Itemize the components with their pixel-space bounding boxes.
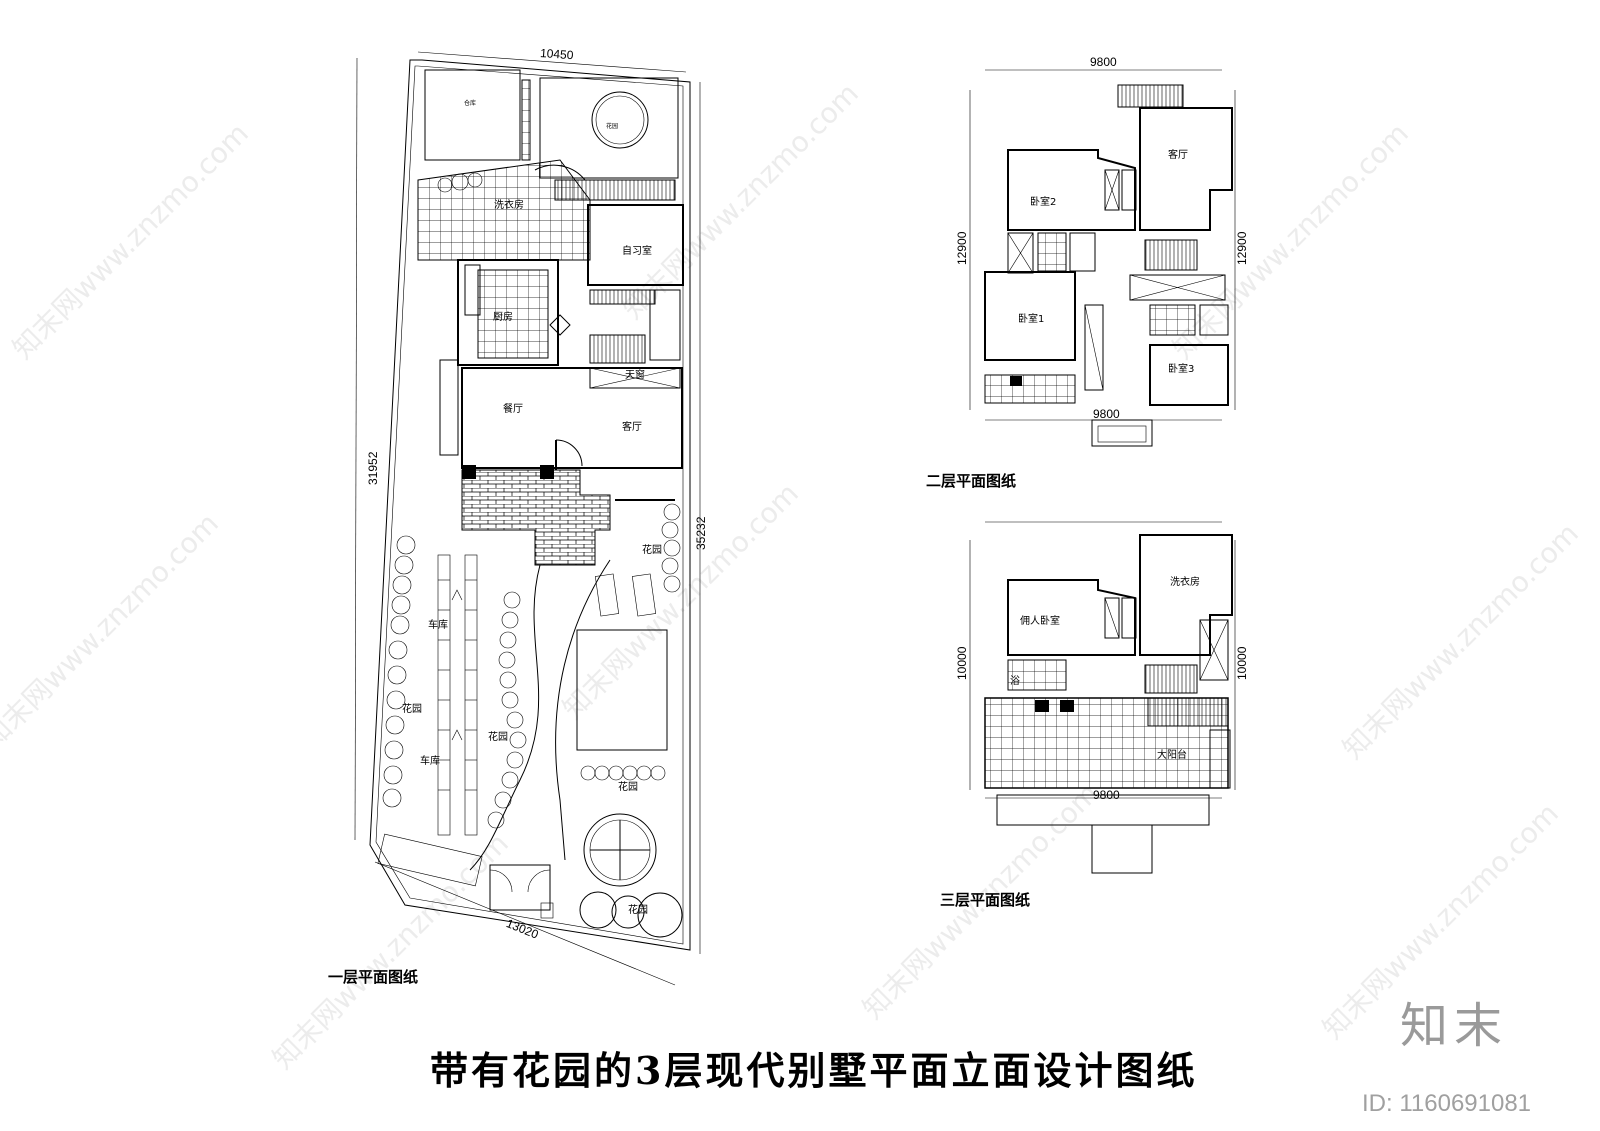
room-garden-pool: 花园 [618, 780, 638, 793]
plan1-title: 一层平面图纸 [328, 968, 419, 986]
room-garden-mid: 花园 [488, 730, 508, 743]
plan2-dim-bottom: 9800 [1093, 407, 1120, 421]
room-study: 自习室 [622, 244, 652, 257]
room-servant: 佣人卧室 [1020, 614, 1060, 627]
room-garage-top: 车库 [428, 618, 448, 631]
garage-strips [437, 554, 478, 836]
image-id: ID: 1160691081 [1362, 1090, 1532, 1117]
plan3-title: 三层平面图纸 [940, 891, 1031, 909]
plan2-dim-right: 12900 [1235, 231, 1249, 265]
room-garden-bottom: 花园 [628, 903, 648, 916]
sheet-title: 带有花园的3层现代别墅平面立面设计图纸 [430, 1048, 1198, 1093]
brand-logo: 知末 [1400, 998, 1509, 1054]
room-garden-right: 花园 [642, 543, 662, 556]
room-kitchen: 厨房 [493, 310, 513, 323]
room-flowerbed: 花园 [606, 122, 618, 130]
room-garage-bottom: 车库 [420, 754, 440, 767]
plan3-dim-left: 10000 [955, 646, 969, 680]
room-bath-3f: 浴 [1010, 675, 1020, 687]
room-laundry-3f: 洗衣房 [1170, 575, 1200, 588]
room-bedroom2: 卧室2 [1030, 195, 1056, 208]
plan3-dim-right: 10000 [1235, 646, 1249, 680]
third-floor-plan: 10000 10000 9800 洗衣房 佣人卧室 浴 大阳台 [955, 521, 1249, 874]
plan1-dim-bottom: 13020 [504, 916, 540, 942]
plan2-dim-left: 12900 [955, 231, 969, 265]
room-living: 客厅 [622, 420, 642, 433]
room-living-2f: 客厅 [1168, 148, 1188, 161]
plan3-dim-bottom: 9800 [1093, 788, 1120, 802]
ground-floor-plan: 10450 31952 35232 13020 仓库 花园 洗衣房 自习室 厨房… [354, 46, 708, 986]
room-warehouse: 仓库 [464, 99, 476, 107]
room-garden-left: 花园 [402, 702, 422, 715]
tree-row-left [382, 535, 416, 808]
plan2-dim-top: 9800 [1090, 55, 1117, 69]
plan2-title: 二层平面图纸 [926, 472, 1017, 490]
room-skylight: 天窗 [625, 368, 645, 381]
plan1-dim-top: 10450 [540, 46, 575, 62]
plan1-dim-right: 35232 [694, 516, 708, 550]
second-floor-plan: 9800 12900 12900 9800 客厅 卧室2 卧室1 卧室3 [955, 55, 1249, 447]
shrubs [580, 765, 666, 781]
room-bedroom3: 卧室3 [1168, 362, 1194, 375]
room-dining: 餐厅 [503, 402, 523, 415]
room-laundry: 洗衣房 [494, 198, 524, 211]
room-terrace: 大阳台 [1157, 748, 1187, 761]
room-bedroom1: 卧室1 [1018, 312, 1044, 325]
tree-row-middle [487, 591, 527, 829]
tree-row-right [661, 503, 681, 593]
plan1-dim-left: 31952 [366, 451, 380, 485]
